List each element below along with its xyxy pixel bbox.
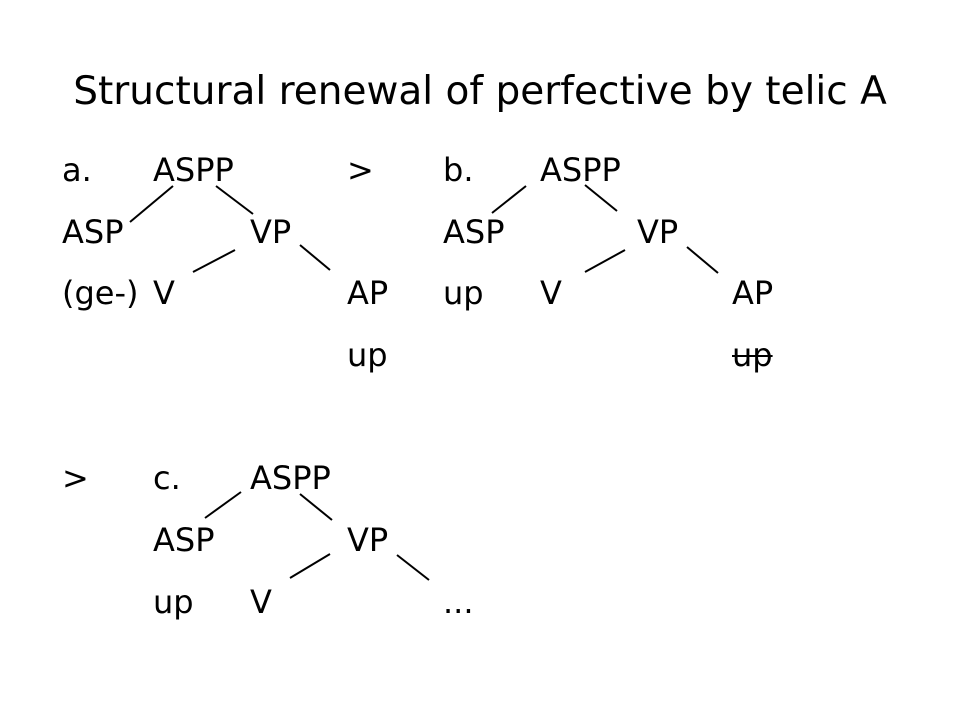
tree-b-ap-content-struck: up (732, 336, 773, 374)
tree-b-vp: VP (637, 213, 679, 251)
slide-title: Structural renewal of perfective by teli… (73, 69, 887, 114)
tree-b-asp: ASP (443, 213, 505, 251)
tree-c-vp: VP (347, 521, 389, 559)
tree-c-label: c. (153, 459, 181, 497)
branch-b-vp-to-ap (686, 246, 719, 274)
tree-a-root: ASPP (153, 151, 234, 189)
branch-c-vp-to-rest (396, 554, 430, 581)
arrow-a-to-b: > (347, 151, 374, 189)
branch-a-root-to-asp (129, 185, 174, 223)
branch-b-root-to-asp (491, 185, 527, 214)
tree-a-ap-content: up (347, 336, 388, 374)
tree-b-ap: AP (732, 274, 774, 312)
tree-a-asp-content: (ge-) (62, 274, 139, 312)
branch-a-vp-to-v (192, 249, 236, 273)
branch-c-root-to-vp (299, 493, 333, 521)
tree-b-asp-content: up (443, 274, 484, 312)
arrow-b-to-c: > (62, 459, 89, 497)
tree-c-asp: ASP (153, 521, 215, 559)
tree-b-label: b. (443, 151, 474, 189)
tree-c-root: ASPP (250, 459, 331, 497)
branch-a-vp-to-ap (299, 244, 331, 271)
tree-b-root: ASPP (540, 151, 621, 189)
tree-b-v: V (540, 274, 562, 312)
tree-c-v: V (250, 583, 272, 621)
tree-c-vp-rest: ... (443, 583, 474, 621)
tree-a-vp: VP (250, 213, 292, 251)
branch-b-vp-to-v (584, 249, 626, 273)
branch-c-vp-to-v (289, 553, 331, 579)
branch-b-root-to-vp (584, 184, 618, 212)
branch-a-root-to-vp (215, 185, 254, 215)
tree-c-asp-content: up (153, 583, 194, 621)
tree-a-label: a. (62, 151, 92, 189)
tree-a-asp: ASP (62, 213, 124, 251)
branch-c-root-to-asp (204, 491, 242, 519)
tree-a-ap: AP (347, 274, 389, 312)
tree-a-v: V (153, 274, 175, 312)
